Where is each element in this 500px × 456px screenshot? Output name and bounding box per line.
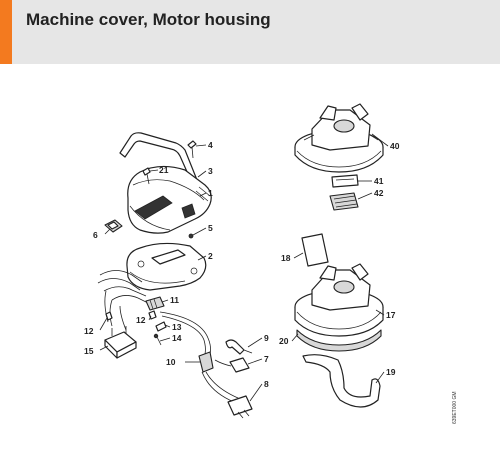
screw-14 bbox=[153, 333, 162, 346]
part-label-13: 13 bbox=[172, 322, 182, 332]
part-label-40: 40 bbox=[390, 141, 400, 151]
part-label-15: 15 bbox=[84, 346, 94, 356]
part-label-9: 9 bbox=[264, 333, 269, 343]
screw-21 bbox=[142, 167, 151, 185]
part-label-12a: 12 bbox=[84, 326, 94, 336]
power-cord bbox=[159, 311, 253, 419]
capacitor-box-15 bbox=[104, 326, 137, 359]
part-label-8: 8 bbox=[264, 379, 269, 389]
part-label-1: 1 bbox=[208, 188, 213, 198]
part-label-4: 4 bbox=[208, 140, 213, 150]
plate-18 bbox=[301, 233, 329, 267]
part-label-14: 14 bbox=[172, 333, 182, 343]
part-label-3: 3 bbox=[208, 166, 213, 176]
bumper-strip-19 bbox=[302, 354, 381, 408]
part-labels: 4 3 21 1 5 6 2 11 12 12 13 14 15 10 9 7 … bbox=[84, 140, 400, 389]
part-label-7: 7 bbox=[264, 354, 269, 364]
drawing-code: 639ET000 GM bbox=[452, 391, 458, 424]
part-label-12b: 12 bbox=[136, 315, 146, 325]
part-label-2: 2 bbox=[208, 251, 213, 261]
part-label-11: 11 bbox=[170, 295, 179, 305]
switch-part-6 bbox=[104, 219, 123, 233]
page-title: Machine cover, Motor housing bbox=[26, 10, 271, 29]
part-label-42: 42 bbox=[374, 188, 384, 198]
part-label-10: 10 bbox=[166, 357, 176, 367]
seal-ring-20 bbox=[296, 329, 382, 352]
part-label-17: 17 bbox=[386, 310, 396, 320]
header-bar bbox=[0, 0, 500, 64]
part-label-21: 21 bbox=[159, 165, 169, 175]
switch-plug-9 bbox=[225, 339, 253, 355]
leader-lines bbox=[99, 133, 389, 402]
part-label-6: 6 bbox=[93, 230, 98, 240]
part-label-5: 5 bbox=[208, 223, 213, 233]
label-plate-41 bbox=[331, 174, 359, 188]
machine-cover bbox=[127, 165, 212, 234]
part-label-19: 19 bbox=[386, 367, 396, 377]
strain-relief-13 bbox=[155, 321, 167, 332]
part-label-20: 20 bbox=[279, 336, 289, 346]
filter-42 bbox=[329, 192, 359, 211]
grommet-7 bbox=[214, 357, 250, 373]
header-accent bbox=[0, 0, 12, 64]
motor-housing-40 bbox=[294, 103, 384, 173]
terminal-block-11 bbox=[145, 296, 165, 311]
screw-5 bbox=[188, 233, 194, 239]
motor-housing-17 bbox=[294, 263, 384, 337]
screw-4 bbox=[187, 140, 197, 159]
part-label-41: 41 bbox=[374, 176, 384, 186]
housing-shell bbox=[126, 242, 207, 291]
part-label-18: 18 bbox=[281, 253, 291, 263]
connector-12 bbox=[105, 310, 157, 321]
